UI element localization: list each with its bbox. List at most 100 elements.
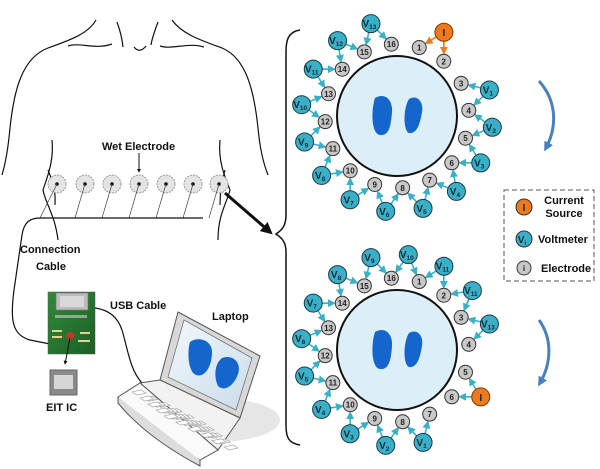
electrode-icon [444,155,460,171]
connection-arrow [450,288,464,297]
electrode-lead-wire [39,183,58,219]
connection-arrow [390,426,399,439]
rotation-arrow-top [537,80,556,152]
voltmeter: V6 [376,201,396,221]
voltmeter: V8 [312,165,332,185]
connection-arrow [310,360,321,371]
electrode-number: 2 [442,57,447,66]
legend-current-source-label-line1: Current [544,195,584,207]
voltmeter-icon [376,435,396,455]
current-source-icon [434,22,454,42]
voltmeter-label: V5 [298,372,309,384]
electrode-icon [516,260,532,276]
connection-arrow [424,270,437,279]
legend-voltmeter: Vi Voltmeter [515,230,589,248]
electrode: 2 [436,53,452,69]
connection-arrow [376,190,384,204]
voltmeter-label: V7 [307,299,318,311]
connection-arrow [407,192,418,203]
electrode: 12 [317,348,333,364]
laptop-lung-image-left [188,339,212,376]
voltmeter-icon [328,265,348,285]
electrode: 14 [334,61,350,77]
wet-electrode [128,174,149,219]
electrode-icon [457,130,473,146]
electrode: 10 [342,397,358,413]
measurement-ring-bottom: V1V2V3V4V5V6V7V8V9V10V11V11V13I123456789… [292,245,499,455]
voltmeter: V12 [328,31,348,51]
electrode-icon [367,176,383,192]
electrode: 10 [342,163,358,179]
voltmeter-icon [376,201,396,221]
electrode-icon [367,410,383,426]
electrode-number: 12 [321,352,330,361]
laptop-key [199,432,215,438]
electrode-icon [436,53,452,69]
voltmeter-label: V11 [436,262,450,274]
lung-right [404,97,423,134]
connection-arrow [376,29,387,40]
curly-brace [274,29,301,446]
laptop-key [131,389,147,396]
voltmeter: V10 [292,95,312,115]
electrode-number: 3 [459,79,464,88]
electrode: 8 [395,414,411,430]
electrode: 4 [461,336,477,352]
current-source-label: I [479,393,482,404]
eit-ic-chip-on-board [66,332,74,340]
voltmeter-label: V4 [450,187,461,199]
wet-electrode-label: Wet Electrode [102,141,175,153]
connection-arrow [309,95,323,103]
current-source: I [434,22,454,42]
voltmeter: V11 [434,256,454,276]
electrode-number: 8 [400,184,405,193]
connection-arrow [376,424,384,438]
wet-electrode [74,174,95,219]
electrode-lead-wire [182,183,194,219]
electrode-icon [325,375,341,391]
voltmeter-label: V9 [298,138,309,150]
connection-arrow [376,263,387,274]
voltmeter-icon [479,80,499,100]
legend-electrode: i Electrode [516,260,591,276]
voltmeter: V11 [462,281,482,301]
electrode: 6 [444,155,460,171]
connection-arrow [330,169,344,178]
connection-arrow [422,420,431,434]
laptop-keyboard [131,389,239,451]
laptop-label: Laptop [212,311,249,323]
voltmeter-label: V6 [379,207,390,219]
electrode: 11 [325,375,341,391]
wet-electrode-row [39,174,229,219]
connection-arrow [471,129,485,137]
wet-electrode [39,174,67,219]
connection-arrow [450,169,459,183]
electrode: 5 [457,364,473,380]
wet-electrode [182,174,203,219]
laptop-key [163,413,179,420]
electrode: 13 [321,86,337,102]
voltmeter: V1 [413,432,433,452]
voltmeter-label: V6 [295,334,306,346]
connection-arrow [424,36,437,45]
current-source-icon [515,198,533,216]
electrode-icon [453,75,469,91]
voltmeter-icon [340,424,360,444]
connection-arrow [335,283,344,297]
voltmeter: V5 [295,366,315,386]
voltmeter-label: V10 [400,250,414,262]
legend: I Current Source Vi Voltmeter i Electrod… [503,189,595,282]
connection-arrow [467,316,481,325]
voltmeter-icon [446,181,466,201]
electrode-number: 1 [417,278,422,287]
laptop-key [223,444,239,451]
electrode-number: 14 [338,299,347,308]
lung-left [372,95,393,136]
electrode-number: 10 [346,401,355,410]
voltmeter-icon [312,165,332,185]
electrode-icon [356,278,372,294]
electrode-icon [317,114,333,130]
connection-arrow [313,375,327,384]
board-to-ic-arrow [63,337,71,365]
electrode-number: 6 [450,159,455,168]
